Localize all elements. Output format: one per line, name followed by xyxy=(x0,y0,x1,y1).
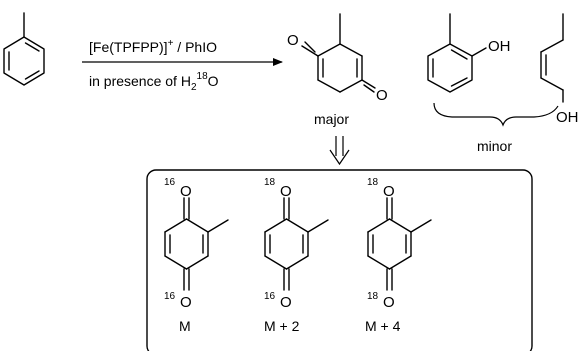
double-down-arrow-icon xyxy=(329,136,350,166)
bottom-oxygen: O xyxy=(280,294,292,311)
para-cresol-hydroxyl: OH xyxy=(556,109,579,126)
para-cresol-structure xyxy=(540,13,564,103)
major-quinone-structure xyxy=(301,13,376,93)
toluene-structure xyxy=(3,12,45,86)
major-oxygen-top: O xyxy=(287,32,299,49)
quinone-structure xyxy=(367,197,432,291)
isotopologue-box xyxy=(146,169,533,351)
condition-label: in presence of H218O xyxy=(89,71,219,93)
major-label: major xyxy=(314,111,349,127)
bottom-isotope: 16 xyxy=(164,291,176,302)
quinone-structure xyxy=(264,197,329,291)
bottom-oxygen: O xyxy=(180,294,192,311)
quinone-structure xyxy=(164,197,229,291)
bottom-isotope: 18 xyxy=(367,291,379,302)
major-oxygen-bottom: O xyxy=(376,87,388,104)
isotopologue-m: 16 O 16 O M xyxy=(164,177,229,334)
minor-brace xyxy=(433,102,559,127)
isotopologue-label: M xyxy=(179,318,191,334)
top-isotope: 18 xyxy=(264,177,276,188)
top-isotope: 16 xyxy=(164,177,176,188)
isotopologue-label: M + 2 xyxy=(264,318,300,334)
top-oxygen: O xyxy=(280,183,292,200)
bottom-isotope: 16 xyxy=(264,291,276,302)
bottom-oxygen: O xyxy=(383,294,395,311)
isotopologue-m-plus-4: 18 O 18 O M + 4 xyxy=(365,177,432,334)
isotopologue-m-plus-2: 18 O 16 O M + 2 xyxy=(264,177,329,334)
top-isotope: 18 xyxy=(367,177,379,188)
ortho-cresol-structure xyxy=(427,13,487,93)
minor-label: minor xyxy=(477,138,512,154)
isotopologue-label: M + 4 xyxy=(365,318,401,334)
catalyst-label: [Fe(TPFPP)]+ / PhIO xyxy=(89,38,217,55)
top-oxygen: O xyxy=(180,183,192,200)
top-oxygen: O xyxy=(383,183,395,200)
ortho-cresol-hydroxyl: OH xyxy=(488,38,511,55)
